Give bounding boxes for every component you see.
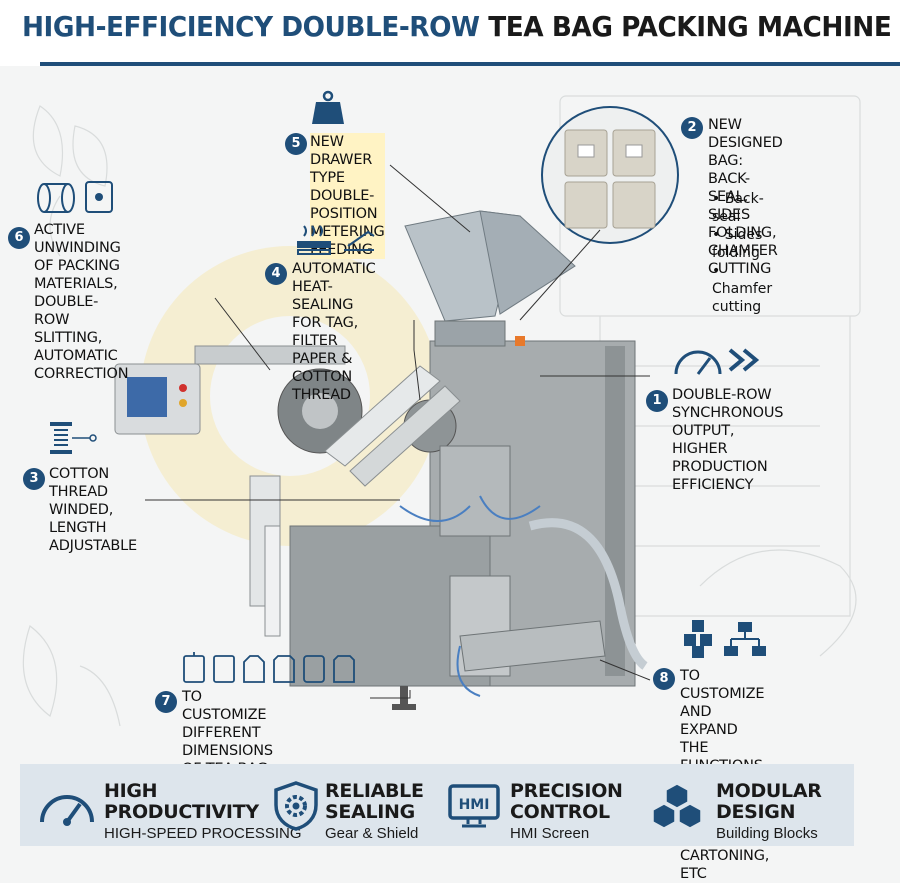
title-part-2: TEA BAG PACKING MACHINE bbox=[488, 10, 892, 43]
title-bar: HIGH-EFFICIENCY DOUBLE-ROW TEA BAG PACKI… bbox=[0, 0, 900, 66]
hmi-icon-label: HMI bbox=[459, 797, 490, 813]
feature-title: MODULAR DESIGN bbox=[716, 780, 822, 823]
title-part-1: HIGH-EFFICIENCY DOUBLE-ROW bbox=[22, 10, 480, 43]
feature-subtitle: Gear & Shield bbox=[325, 825, 419, 842]
building-blocks-icon bbox=[652, 783, 702, 829]
callout-5-number: 5 bbox=[285, 133, 307, 155]
weight-icon bbox=[312, 90, 344, 124]
callout-3-number: 3 bbox=[23, 468, 45, 490]
speedometer-icon bbox=[674, 348, 760, 375]
bag-shapes-icon bbox=[183, 652, 355, 683]
callout-7-number: 7 bbox=[155, 691, 177, 713]
callout-4-number: 4 bbox=[265, 263, 287, 285]
features-bar: HIGH PRODUCTIVITY HIGH-SPEED PROCESSING … bbox=[20, 764, 854, 846]
thread-spool-icon bbox=[50, 422, 97, 454]
title-underline bbox=[0, 62, 900, 66]
heat-sealer-icon bbox=[297, 225, 375, 255]
feature-sealing: RELIABLE SEALING Gear & Shield bbox=[265, 764, 445, 846]
callout-2-list: Back-seal Sides folding Chamfer cutting bbox=[712, 190, 772, 316]
feature-subtitle: Building Blocks bbox=[716, 825, 818, 842]
callout-1-text: DOUBLE-ROW SYNCHRONOUS OUTPUT, HIGHER PR… bbox=[672, 387, 784, 493]
feature-productivity: HIGH PRODUCTIVITY HIGH-SPEED PROCESSING bbox=[20, 764, 302, 846]
leader-lines bbox=[145, 164, 651, 699]
list-item: Back-seal bbox=[712, 190, 772, 226]
feature-control: HMI PRECISION CONTROL HMI Screen bbox=[448, 764, 638, 846]
hmi-screen-icon: HMI bbox=[448, 784, 500, 828]
list-item: Sides folding bbox=[712, 226, 772, 262]
feature-modular: MODULAR DESIGN Building Blocks bbox=[650, 764, 850, 846]
callout-8-number: 8 bbox=[653, 668, 675, 690]
list-item: Chamfer cutting bbox=[712, 262, 772, 316]
paper-roll-icon bbox=[37, 181, 113, 213]
feature-title: HIGH PRODUCTIVITY bbox=[104, 780, 259, 823]
callout-1-number: 1 bbox=[646, 390, 668, 412]
callout-3-text: COTTON THREAD WINDED, LENGTH ADJUSTABLE bbox=[49, 466, 138, 554]
tea-bag-samples bbox=[541, 106, 679, 244]
callout-5-text: NEW DRAWER TYPE DOUBLE-POSITION METERING… bbox=[310, 133, 385, 259]
packing-machine-illustration bbox=[114, 210, 648, 710]
callout-6-number: 6 bbox=[8, 227, 30, 249]
gear-shield-icon bbox=[274, 781, 318, 831]
blocks-hierarchy-icon bbox=[684, 620, 766, 658]
feature-title: PRECISION CONTROL bbox=[510, 780, 623, 823]
feature-title: RELIABLE SEALING bbox=[325, 780, 424, 823]
callout-6-text: ACTIVE UNWINDING OF PACKING MATERIALS, D… bbox=[34, 222, 129, 382]
callout-4-text: AUTOMATIC HEAT-SEALING FOR TAG, FILTER P… bbox=[292, 261, 376, 403]
feature-subtitle: HMI Screen bbox=[510, 825, 590, 842]
speedometer-icon bbox=[40, 795, 94, 826]
callout-2-number: 2 bbox=[681, 117, 703, 139]
feature-subtitle: HIGH-SPEED PROCESSING bbox=[104, 825, 302, 842]
page-title: HIGH-EFFICIENCY DOUBLE-ROW TEA BAG PACKI… bbox=[22, 10, 892, 43]
